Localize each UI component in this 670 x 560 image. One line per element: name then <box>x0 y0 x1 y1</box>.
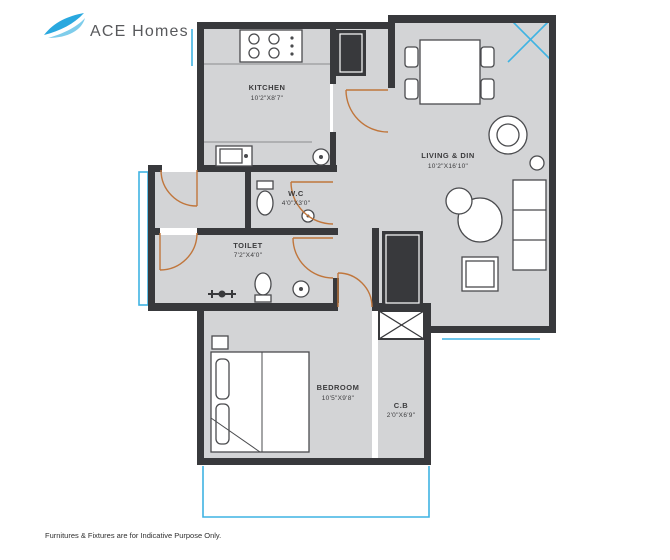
stove-icon <box>239 29 303 63</box>
toilet-door-foyer <box>159 232 198 271</box>
lounge-chair-icon <box>488 115 528 155</box>
wall-segment <box>330 22 336 84</box>
bed-icon <box>210 351 310 453</box>
toilet-basin-icon <box>292 280 310 298</box>
nightstand-icon <box>211 335 229 350</box>
wall-segment <box>148 165 162 172</box>
wave-icon-upper <box>44 13 84 35</box>
balcony-projection <box>202 466 430 518</box>
disclaimer-note: Furnitures & Fixtures are for Indicative… <box>45 531 221 540</box>
bedroom-dims: 10'5"X9'8" <box>322 395 355 402</box>
dining-table-icon <box>404 39 495 105</box>
wall-segment <box>197 22 204 172</box>
doors <box>159 89 389 308</box>
cb-floor <box>378 339 424 458</box>
kitchen-sink-icon <box>215 145 253 167</box>
wall-segment <box>148 228 160 235</box>
small-table-icon <box>445 187 473 215</box>
wall-segment <box>148 303 338 311</box>
toilet-label: TOILET <box>233 241 263 250</box>
wall-segment <box>245 165 251 235</box>
wall-segment <box>424 326 556 333</box>
living-dims: 10'2"X16'10" <box>428 163 469 170</box>
foyer-floor <box>155 172 245 228</box>
bedroom-door <box>337 272 373 308</box>
wall-segment <box>372 228 379 311</box>
main-entry-door <box>160 169 198 207</box>
side-stool-icon <box>529 155 545 171</box>
wall-segment <box>197 228 245 235</box>
wall-segment <box>333 278 339 303</box>
toilet-dims: 7'2"X4'0" <box>234 252 263 259</box>
shower-mixer-icon <box>208 290 236 298</box>
wall-segment <box>330 132 336 172</box>
wall-segment <box>148 165 155 310</box>
kitchen-door <box>345 89 389 133</box>
cb-label: C.B <box>394 401 409 410</box>
kitchen-label: KITCHEN <box>249 83 286 92</box>
shaft-cross-2 <box>378 310 425 340</box>
furniture <box>204 29 547 453</box>
sofa-icon <box>512 179 547 271</box>
wc-dims: 4'0"X3'0" <box>282 200 311 207</box>
room-labels: KITCHEN 10'2"X8'7" LIVING & DIN 10'2"X16… <box>233 83 475 419</box>
kitchen-dims: 10'2"X8'7" <box>251 95 284 102</box>
cb-dims: 2'0"X6'9" <box>387 412 416 419</box>
left-window-ledge <box>138 171 149 306</box>
wall-segment <box>197 458 431 465</box>
wall-segment <box>388 15 556 23</box>
wall-segment <box>245 228 338 235</box>
wave-icon <box>44 13 85 38</box>
wall-segment <box>388 15 395 88</box>
brand-logo: ACE Homes <box>44 13 189 40</box>
tv-unit-icon <box>382 231 423 307</box>
wall-segment <box>424 308 431 465</box>
wall-segment <box>197 165 337 172</box>
bedroom-label: BEDROOM <box>317 383 360 392</box>
duct-shaft <box>378 310 425 340</box>
wall-segment <box>197 303 204 465</box>
walls <box>148 15 556 465</box>
wall-segment <box>549 15 556 333</box>
wave-icon-lower <box>48 18 85 38</box>
wc-door <box>290 181 334 225</box>
corner-glass-diagonal-2 <box>507 16 554 63</box>
kitchen-basin-icon <box>312 148 330 166</box>
toilet-door-passage <box>292 237 334 279</box>
brand-name: ACE Homes <box>90 23 189 40</box>
toilet-commode-icon <box>254 272 272 303</box>
pouf-seat-icon <box>461 256 499 292</box>
living-label: LIVING & DIN <box>421 151 475 160</box>
wall-segment <box>197 22 394 29</box>
wc-commode-icon <box>256 180 274 216</box>
wc-label: W.C <box>288 189 304 198</box>
tall-unit-icon <box>336 30 366 76</box>
